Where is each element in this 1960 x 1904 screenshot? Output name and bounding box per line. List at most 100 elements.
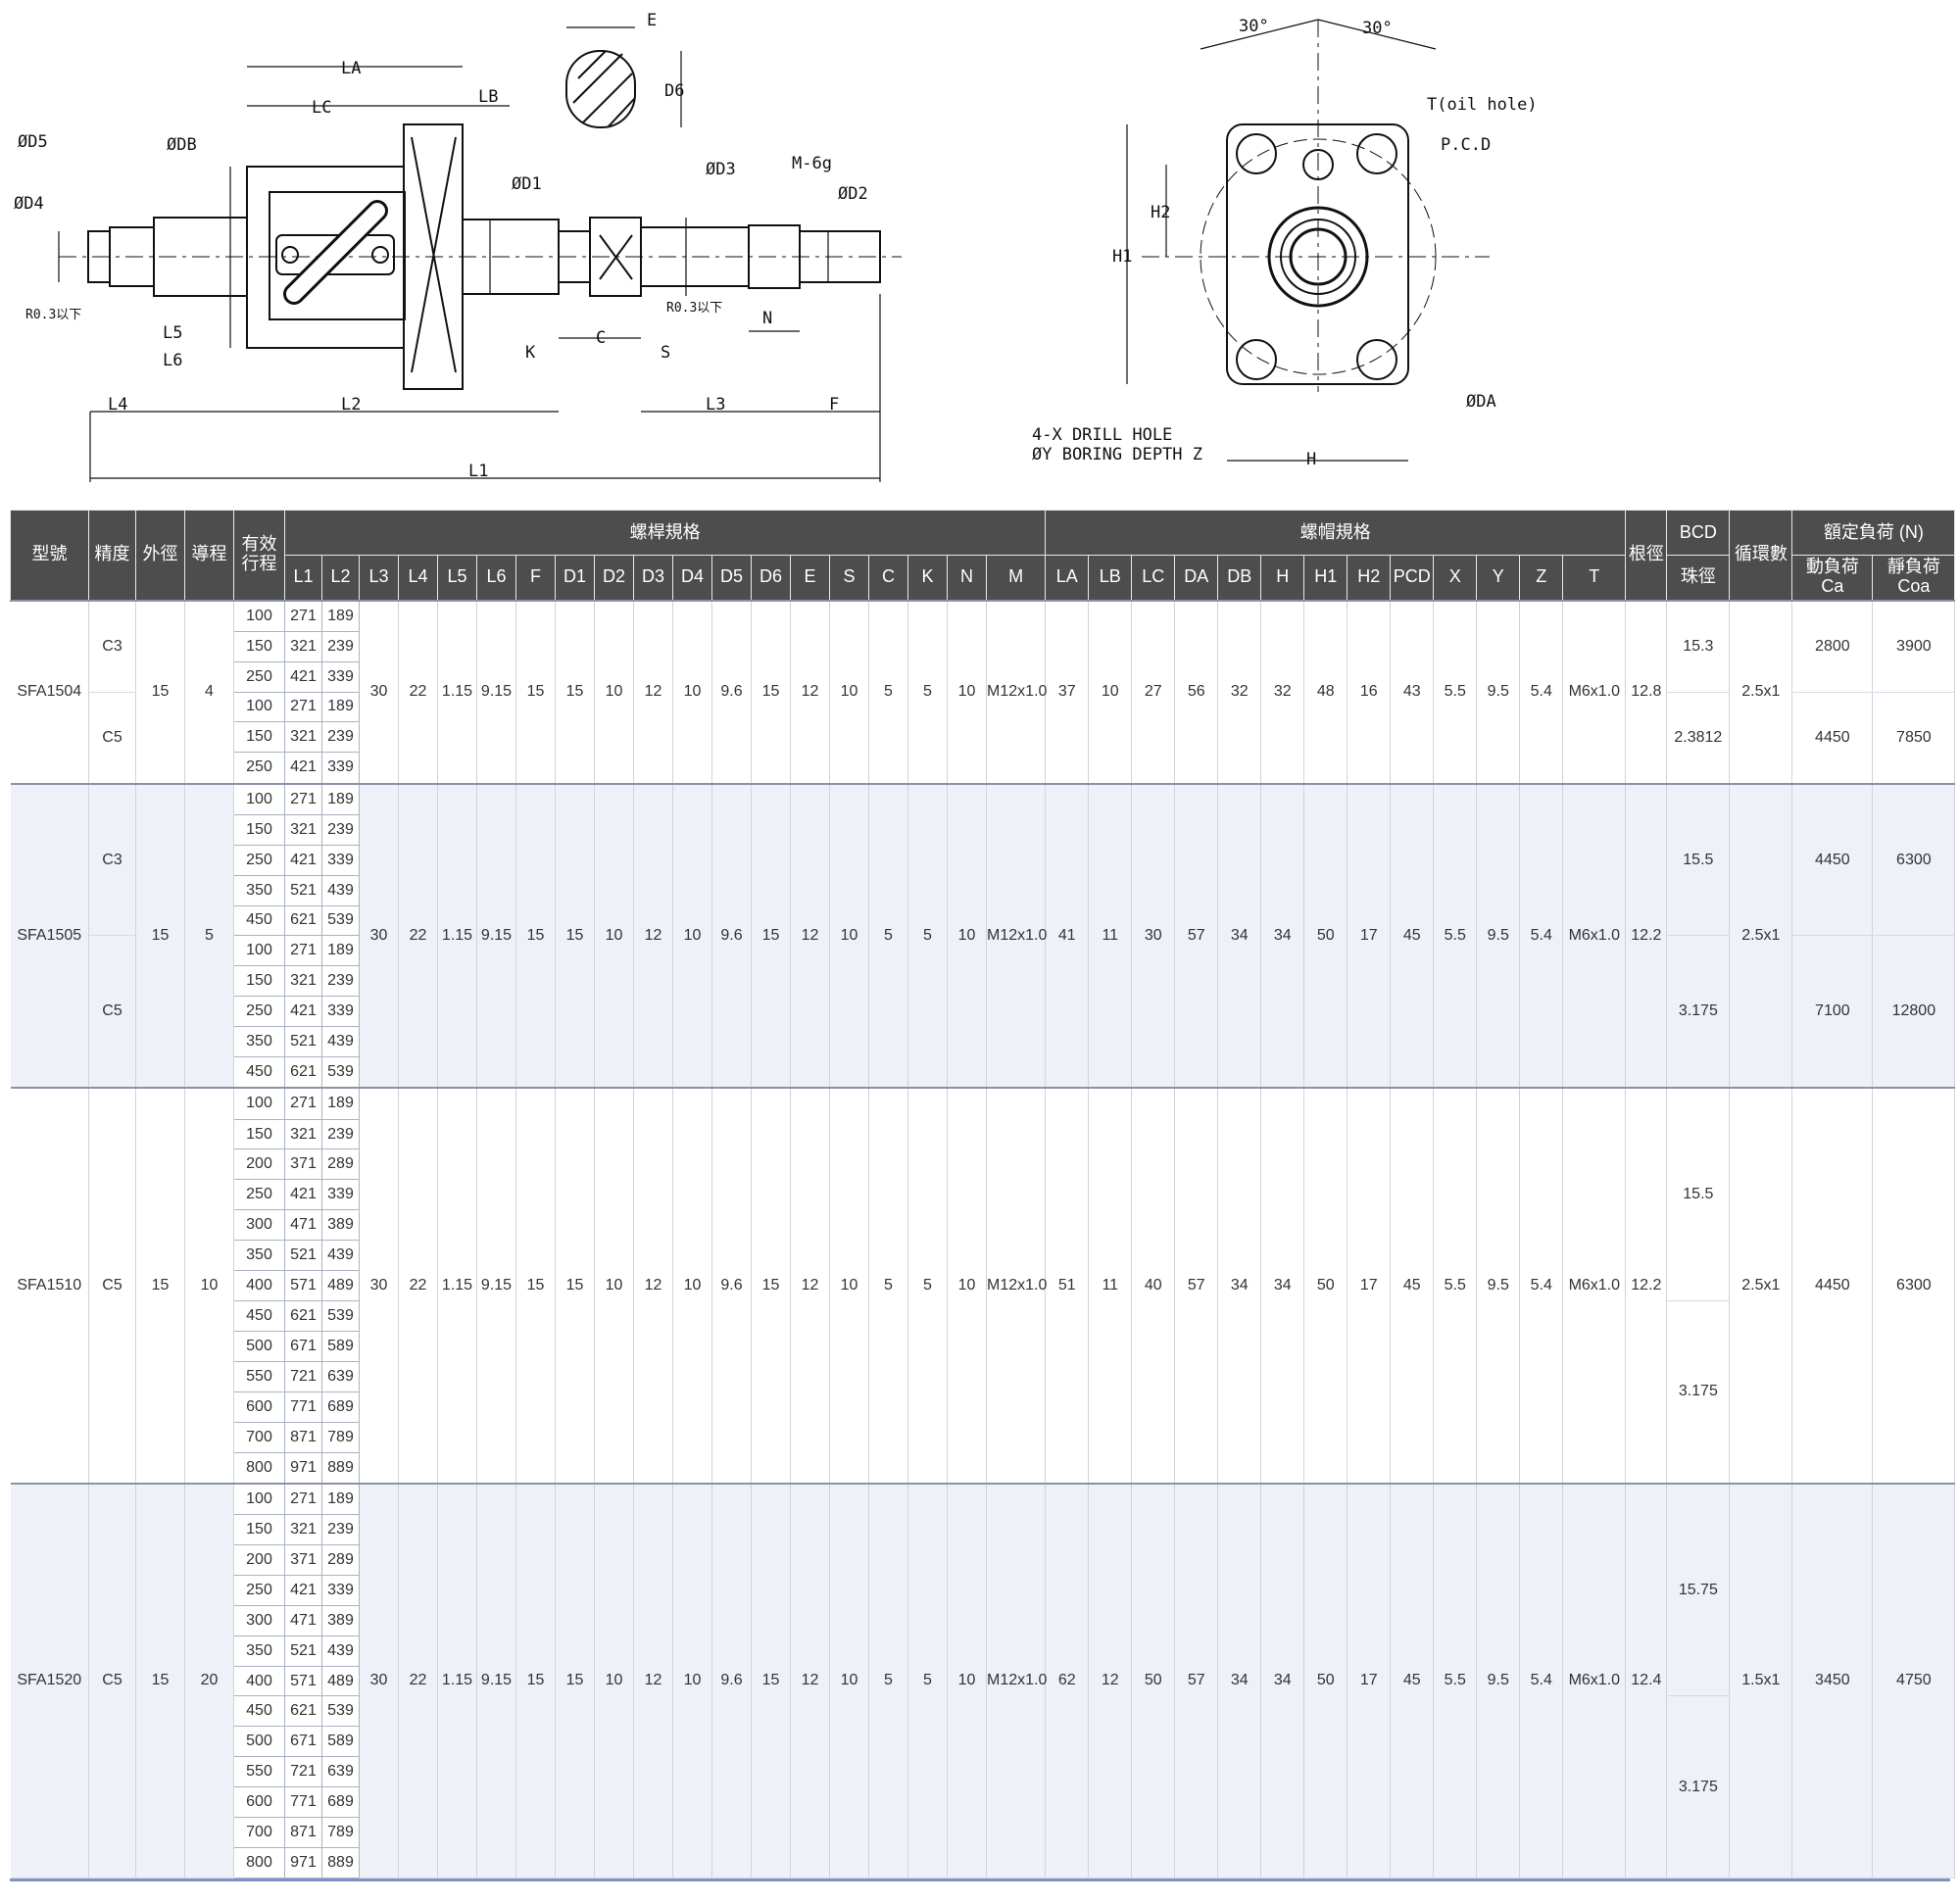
header-col-db: DB [1217,555,1262,601]
l1-cell: 321 [284,813,322,846]
header-col-d3: D3 [633,555,673,601]
header-static-load: 靜負荷 Coa [1872,555,1956,601]
ball-cell: 3.175 [1666,1300,1731,1485]
screw-spec-cell: 22 [398,782,438,1089]
screw-spec-cell: 10 [672,1087,712,1485]
stroke-cell: 100 [233,691,285,723]
root-cell: 12.8 [1625,599,1668,785]
nut-spec-cell: 57 [1174,1087,1219,1485]
l2-cell: 439 [321,874,360,906]
nut-spec-cell: 5.5 [1433,782,1478,1089]
screw-spec-cell: 22 [398,1482,438,1879]
header-col-d4: D4 [672,555,712,601]
nut-spec-cell: 34 [1260,1482,1305,1879]
nut-spec-cell: 17 [1347,1482,1392,1879]
dim-label: ØD5 [18,132,48,152]
screw-spec-cell: 5 [907,1482,948,1879]
l1-cell: 621 [284,904,322,937]
screw-spec-cell: 15 [751,782,791,1089]
l2-cell: 539 [321,1695,360,1728]
screw-spec-cell: 10 [594,1482,634,1879]
header-model: 型號 [10,510,89,601]
l1-cell: 721 [284,1756,322,1788]
nut-spec-cell: 11 [1088,782,1133,1089]
l1-cell: 421 [284,752,322,785]
screw-spec-cell: 1.15 [437,1482,477,1879]
stroke-cell: 300 [233,1209,285,1242]
stroke-cell: 450 [233,1695,285,1728]
model-cell: SFA1510 [10,1087,89,1485]
header-od: 外徑 [135,510,185,601]
root-cell: 12.2 [1625,1087,1668,1485]
screw-spec-cell: 15 [555,782,595,1089]
l2-cell: 589 [321,1330,360,1362]
circuits-cell: 2.5x1 [1729,1087,1793,1485]
static-load-cell: 3900 [1872,599,1956,693]
dim-label: LB [478,87,498,107]
nut-spec-cell: 30 [1131,782,1176,1089]
grade-cell: C5 [88,1087,136,1485]
header-col-pcd: PCD [1390,555,1435,601]
l2-cell: 339 [321,752,360,785]
nut-spec-cell: 50 [1303,1482,1348,1879]
screw-spec-cell: 12 [790,1087,830,1485]
header-dyn-load: 動負荷 Ca [1791,555,1874,601]
l1-cell: 421 [284,996,322,1028]
screw-spec-cell: M12x1.0 [986,1482,1047,1879]
nut-spec-cell: 57 [1174,1482,1219,1879]
stroke-cell: 800 [233,1451,285,1485]
root-cell: 12.4 [1625,1482,1668,1879]
screw-spec-cell: 9.6 [711,1482,752,1879]
static-load-cell: 6300 [1872,1087,1956,1485]
l2-cell: 489 [321,1665,360,1697]
screw-spec-cell: 9.15 [476,599,516,785]
screw-spec-cell: 12 [790,782,830,1089]
dim-label: 30° [1362,19,1393,38]
l1-cell: 271 [284,599,322,632]
l1-cell: 321 [284,965,322,998]
screw-spec-cell: 12 [633,782,673,1089]
dim-label: L1 [468,462,488,481]
screw-spec-cell: 10 [947,599,987,785]
nut-spec-cell: 40 [1131,1087,1176,1485]
header-circuits: 循環數 [1729,510,1793,601]
screw-spec-cell: 1.15 [437,1087,477,1485]
nut-spec-cell: 57 [1174,782,1219,1089]
stroke-cell: 150 [233,630,285,662]
stroke-cell: 400 [233,1270,285,1301]
od-cell: 15 [135,599,185,785]
circuits-cell: 1.5x1 [1729,1482,1793,1879]
bcd-ball-cell: 3.175 [1666,935,1731,1089]
l2-cell: 189 [321,599,360,632]
header-col-l1: L1 [284,555,322,601]
dyn-load-cell: 2800 [1791,599,1874,693]
nut-spec-cell: M6x1.0 [1562,1482,1627,1879]
header-col-d2: D2 [594,555,634,601]
l1-cell: 621 [284,1695,322,1728]
screw-spec-cell: 10 [594,1087,634,1485]
dim-label: ØD1 [512,174,542,194]
screw-spec-cell: 10 [947,1482,987,1879]
nut-spec-cell: 34 [1260,782,1305,1089]
stroke-cell: 150 [233,1118,285,1150]
stroke-cell: 600 [233,1786,285,1819]
nut-spec-cell: 11 [1088,1087,1133,1485]
l2-cell: 539 [321,1299,360,1332]
l1-cell: 521 [284,1240,322,1272]
stroke-cell: 350 [233,1635,285,1667]
stroke-cell: 150 [233,1514,285,1545]
screw-spec-cell: 5 [907,599,948,785]
header-col-c: C [868,555,908,601]
screw-spec-cell: 15 [751,599,791,785]
